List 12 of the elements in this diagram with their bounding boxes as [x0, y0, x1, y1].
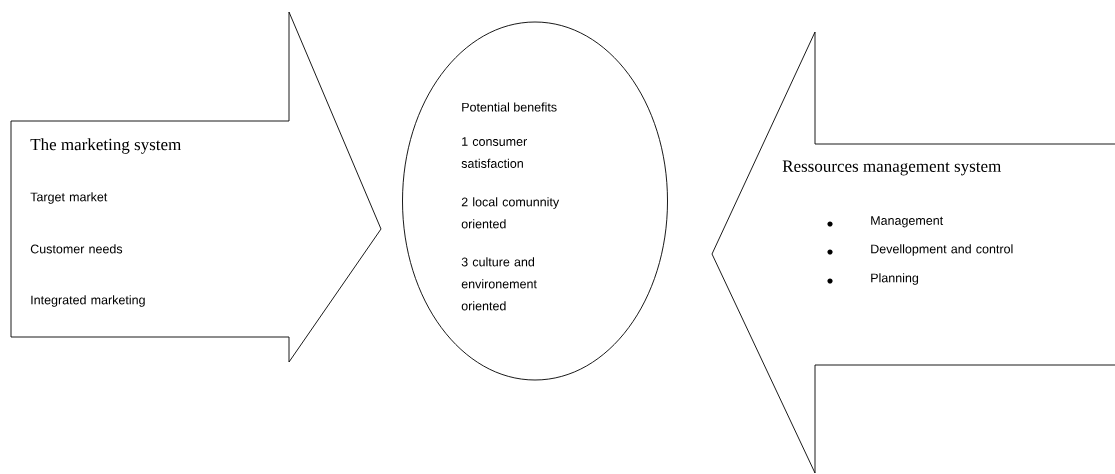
list-item: Integrated marketing [31, 295, 145, 307]
heading-text: Potential benefits [462, 102, 557, 112]
list-item: Customer needs [30, 244, 123, 254]
list-item: Devellopment and control [871, 244, 1013, 256]
heading-text: The marketing system [30, 138, 182, 154]
list-item: 3 culture and environement oriented [461, 257, 537, 311]
list-item: 2 local comunnity oriented [461, 197, 560, 229]
list-item: 1 consumer satisfaction [461, 137, 527, 168]
list-item: Management [871, 216, 944, 228]
list-item: Planning [871, 273, 919, 285]
list-item: Target market [30, 192, 108, 204]
heading-text: Ressources management system [782, 160, 1001, 176]
